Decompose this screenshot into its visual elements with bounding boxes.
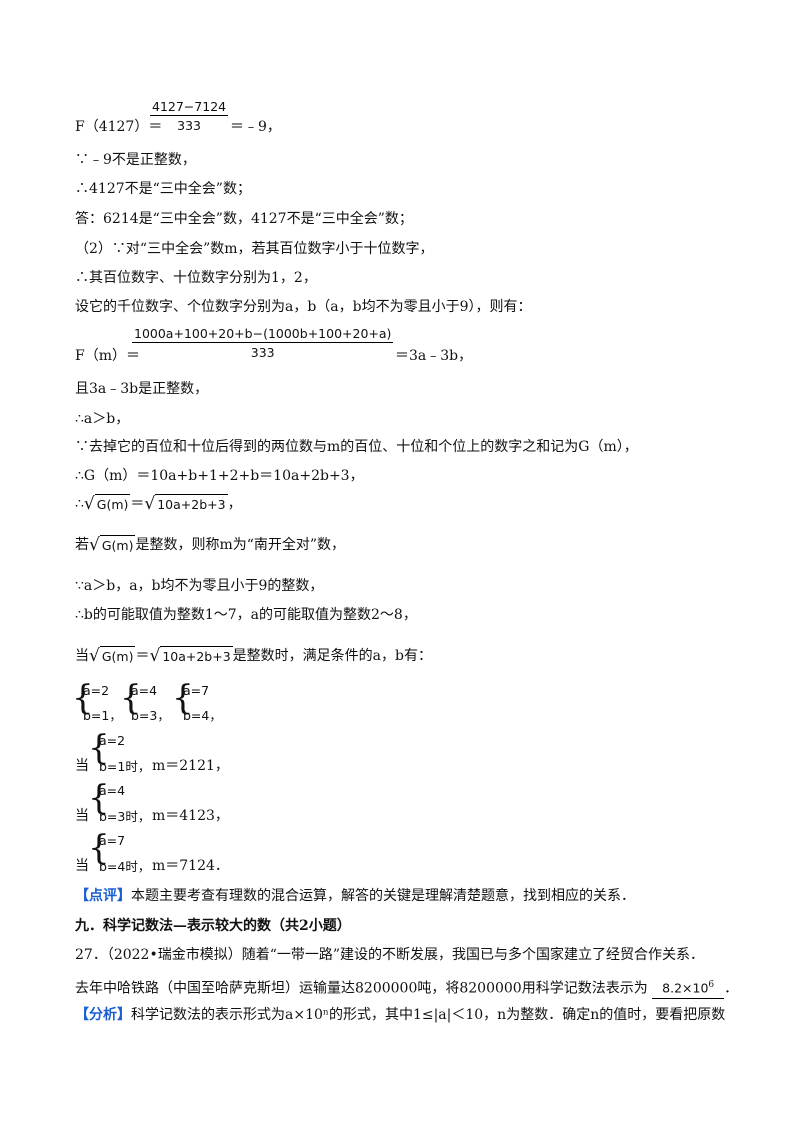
case-dang: 当 (75, 758, 89, 774)
sqrt-g: √G(m) (89, 535, 136, 555)
when-post: 是整数时，满足条件的a，b有： (232, 648, 432, 664)
sqrt-equation: ∴√G(m)＝√10a+2b+3， (75, 494, 242, 514)
text-line: （2）∵对“三中全会”数m，若其百位数字小于十位数字， (75, 241, 434, 257)
case-dang: 当 (75, 858, 89, 874)
text-line: ∵﹣9不是正整数， (75, 152, 196, 168)
fm-suffix: ＝3a﹣3b， (395, 348, 473, 364)
equation-system: { a=4 b=3， (120, 679, 170, 723)
equation-system: { a=2 b=1， (72, 679, 122, 723)
comment-line: 【点评】本题主要考查有理数的混合运算，解答的关键是理解清楚题意，找到相应的关系． (75, 887, 635, 905)
f4127-suffix: ＝﹣9， (230, 119, 281, 135)
sqrt-radicand: 10a+2b+3 (155, 494, 228, 514)
f4127-prefix: F（4127）＝ (75, 119, 163, 135)
sqrt-g: √G(m) (83, 494, 131, 514)
equals-sign: ＝ (130, 496, 145, 512)
text-line: 且3a﹣3b是正整数， (75, 381, 209, 397)
f4127-fraction: 4127−7124 333 (150, 99, 229, 133)
comment-text: 本题主要考查有理数的混合运算，解答的关键是理解清楚题意，找到相应的关系． (131, 888, 635, 904)
case-system: { a=4 b=3时， (88, 779, 151, 824)
system-b: b=3时， (99, 809, 151, 824)
system-a: a=4 (99, 783, 126, 798)
fraction-numerator: 4127−7124 (150, 99, 229, 116)
case-result: m＝2121， (152, 758, 229, 774)
section-heading: 九．科学记数法—表示较大的数（共2小题） (75, 918, 351, 934)
fraction-numerator: 1000a+100+20+b−(1000b+100+20+a) (132, 326, 394, 343)
when-pre: 当 (75, 648, 89, 664)
text-line: 设它的千位数字、个位数字分别为a，b（a，b均不为零且小于9），则有： (75, 299, 532, 315)
sqrt-radicand: G(m) (99, 535, 136, 555)
brace-symbol: { (88, 828, 110, 868)
nankai-pre: 若 (75, 537, 89, 553)
period: ． (724, 980, 739, 997)
comment-tag: 【点评】 (75, 888, 131, 904)
system-a: a=7 (183, 683, 210, 698)
brace-symbol: { (88, 728, 110, 768)
therefore-symbol: ∴ (75, 496, 84, 512)
question-text: 去年中哈铁路（中国至哈萨克斯坦）运输量达8200000吨，将8200000用科学… (75, 980, 648, 997)
brace-symbol: { (172, 678, 194, 718)
system-b: b=3， (131, 708, 170, 723)
text-line: ∴a＞b， (75, 411, 130, 427)
case-result: m＝4123， (152, 808, 229, 824)
sqrt-expr: √10a+2b+3 (144, 494, 228, 514)
answer-blank: 8.2×106 (652, 976, 725, 999)
case-result: m＝7124． (152, 858, 229, 874)
case-system: { a=7 b=4时， (88, 829, 151, 874)
system-a: a=2 (83, 683, 110, 698)
sqrt-radicand: G(m) (94, 494, 131, 514)
answer-exponent: 6 (708, 980, 715, 990)
analysis-text: 科学记数法的表示形式为a×10ⁿ的形式，其中1≤|a|＜10，n为整数．确定n的… (131, 1007, 726, 1023)
text-line: ∴b的可能取值为整数1～7，a的可能取值为整数2～8， (75, 607, 417, 623)
comma: ， (227, 496, 242, 512)
fraction-denominator: 333 (250, 345, 275, 360)
text-line: 答：6214是“三中全会”数，4127不是“三中全会”数； (75, 211, 413, 227)
analysis-line: 【分析】科学记数法的表示形式为a×10ⁿ的形式，其中1≤|a|＜10，n为整数．… (75, 1006, 725, 1024)
system-b: b=1， (83, 708, 122, 723)
system-b: b=4时， (99, 859, 151, 874)
brace-symbol: { (72, 678, 94, 718)
question-line: 去年中哈铁路（中国至哈萨克斯坦）运输量达8200000吨，将8200000用科学… (75, 976, 738, 999)
brace-symbol: { (120, 678, 142, 718)
analysis-tag: 【分析】 (75, 1007, 131, 1023)
text-line: ∵去掉它的百位和十位后得到的两位数与m的百位、十位和个位上的数字之和记为G（m）… (75, 439, 638, 455)
text-line: ∵a＞b，a，b均不为零且小于9的整数， (75, 578, 324, 594)
brace-symbol: { (88, 778, 110, 818)
fm-prefix: F（m）＝ (75, 348, 140, 364)
answer-base: 8.2×10 (662, 980, 709, 996)
nankai-line: 若√G(m)是整数，则称m为“南开全对”数， (75, 535, 345, 555)
system-b: b=4， (183, 708, 222, 723)
fraction-denominator: 333 (177, 118, 201, 133)
nankai-post: 是整数，则称m为“南开全对”数， (135, 537, 346, 553)
sqrt-radicand: G(m) (99, 646, 136, 666)
case-system: { a=2 b=1时， (88, 729, 151, 774)
equation-system: { a=7 b=4， (172, 679, 222, 723)
case-dang: 当 (75, 808, 89, 824)
system-a: a=2 (99, 733, 126, 748)
system-b: b=1时， (99, 759, 151, 774)
question-line: 27．（2022•瑞金市模拟）随着“一带一路”建设的不断发展，我国已与多个国家建… (75, 947, 705, 963)
text-line: ∴4127不是“三中全会”数； (75, 181, 251, 197)
sqrt-radicand: 10a+2b+3 (160, 646, 233, 666)
fm-fraction: 1000a+100+20+b−(1000b+100+20+a) 333 (132, 326, 394, 360)
sqrt-g: √G(m) (89, 646, 136, 666)
equals-sign: ＝ (135, 648, 150, 664)
system-a: a=4 (131, 683, 158, 698)
system-a: a=7 (99, 833, 126, 848)
sqrt-expr: √10a+2b+3 (149, 646, 233, 666)
text-line: ∴G（m）＝10a+b+1+2+b＝10a+2b+3， (75, 468, 364, 484)
text-line: ∴其百位数字、十位数字分别为1，2， (75, 270, 317, 286)
